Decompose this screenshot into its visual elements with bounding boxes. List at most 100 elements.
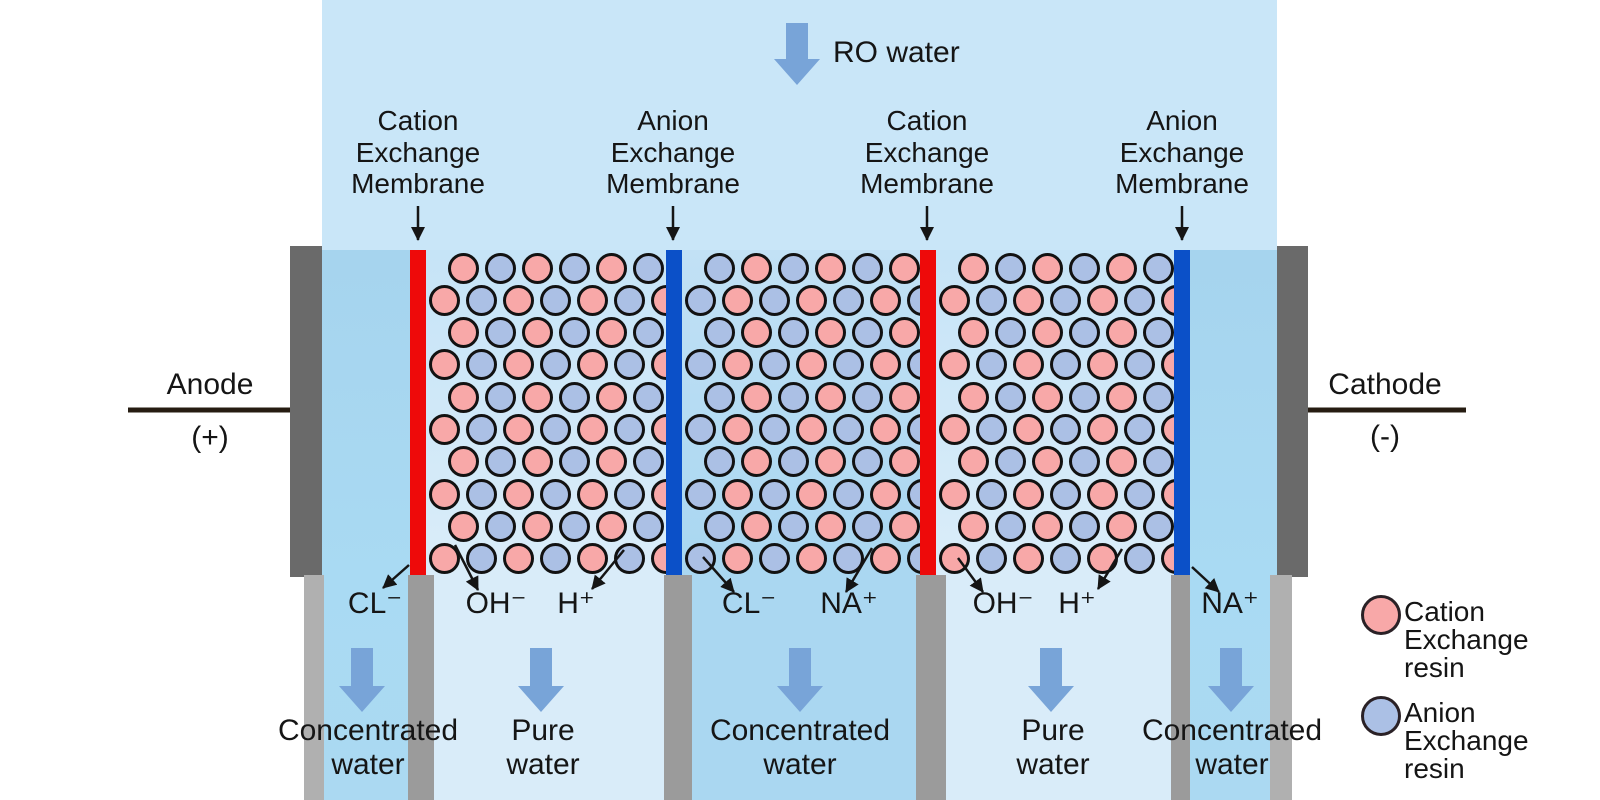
ro-water-label: RO water: [833, 36, 960, 69]
anion-resin-bead: [994, 510, 1026, 542]
anion-resin-bead: [832, 478, 864, 510]
cation-resin-bead: [740, 446, 772, 478]
anion-resin-bead: [758, 543, 790, 575]
cation-resin-bead: [869, 414, 901, 445]
cation-resin-bead: [888, 446, 920, 478]
anion-resin-bead: [975, 349, 1007, 381]
cation-resin-bead: [721, 478, 753, 510]
anion-resin-bead: [703, 446, 735, 478]
anion-resin-bead: [632, 510, 664, 542]
anion-resin-bead: [684, 543, 716, 575]
cation-resin-bead: [428, 349, 460, 381]
cation-resin-bead: [447, 510, 479, 542]
cation-resin-bead: [576, 543, 608, 575]
cation-resin-bead: [595, 252, 627, 284]
ion-label-oh-2: OH⁻: [972, 587, 1034, 620]
cation-resin-bead: [869, 284, 901, 316]
cation-resin-bead: [1160, 543, 1174, 575]
cation-exchange-membrane-2: [920, 250, 936, 575]
anion-resin-bead: [539, 414, 571, 445]
cation-resin-bead: [938, 478, 970, 510]
cation-resin-bead: [502, 543, 534, 575]
cation-resin-bead: [428, 543, 460, 575]
anion-resin-bead: [484, 317, 516, 349]
anion-resin-bead: [906, 284, 920, 316]
cation-resin-bead: [1031, 446, 1063, 478]
anion-resin-bead: [1142, 252, 1174, 284]
anion-resin-bead: [832, 349, 864, 381]
cation-resin-bead: [938, 284, 970, 316]
cation-resin-bead: [938, 543, 970, 575]
anion-resin-bead: [1123, 543, 1155, 575]
anode-polarity: (+): [191, 421, 229, 454]
anion-resin-bead: [1142, 381, 1174, 413]
cation-resin-bead: [595, 446, 627, 478]
anion-resin-bead: [613, 349, 645, 381]
anion-resin-bead: [777, 317, 809, 349]
cathode-label: Cathode: [1328, 368, 1442, 401]
anion-resin-bead: [703, 381, 735, 413]
cation-resin-bead: [1031, 317, 1063, 349]
anion-resin-bead: [1068, 381, 1100, 413]
cation-resin-bead: [957, 252, 989, 284]
cation-resin-bead: [447, 317, 479, 349]
anion-resin-bead: [632, 317, 664, 349]
cation-resin-bead: [1105, 381, 1137, 413]
anion-resin-bead: [832, 543, 864, 575]
cation-resin-bead: [576, 478, 608, 510]
anion-resin-bead: [758, 478, 790, 510]
cation-resin-bead: [814, 317, 846, 349]
anion-resin-bead: [465, 543, 497, 575]
flow-label-concentrated-1: Concentrated water: [277, 714, 459, 781]
anion-resin-bead: [1123, 349, 1155, 381]
cation-resin-bead: [1031, 252, 1063, 284]
anion-resin-bead: [1068, 510, 1100, 542]
cation-resin-bead: [888, 317, 920, 349]
cation-resin-bead: [576, 284, 608, 316]
ion-label-h-2: H⁺: [1058, 587, 1096, 620]
anion-resin-bead: [994, 446, 1026, 478]
cation-resin-bead: [1031, 381, 1063, 413]
cation-resin-bead: [814, 252, 846, 284]
anion-resin-bead: [758, 284, 790, 316]
cation-resin-bead: [814, 381, 846, 413]
cation-resin-bead: [795, 414, 827, 445]
ion-label-oh-1: OH⁻: [465, 587, 527, 620]
anion-resin-bead: [975, 478, 1007, 510]
anion-resin-bead: [906, 543, 920, 575]
cation-resin-bead: [447, 381, 479, 413]
cation-resin-bead: [1012, 349, 1044, 381]
cation-resin-bead: [957, 510, 989, 542]
cation-resin-bead: [650, 284, 666, 316]
cation-resin-bead: [869, 543, 901, 575]
cation-resin-bead: [957, 381, 989, 413]
cation-resin-bead: [502, 414, 534, 445]
cation-resin-bead: [957, 317, 989, 349]
cation-resin-bead: [1012, 543, 1044, 575]
anion-resin-bead: [539, 284, 571, 316]
anion-resin-bead: [777, 252, 809, 284]
channel-wall: [304, 575, 324, 800]
anion-resin-bead: [558, 510, 590, 542]
anion-resin-bead: [1123, 478, 1155, 510]
cation-exchange-membrane-1: [410, 250, 426, 575]
anion-resin-bead: [975, 284, 1007, 316]
cation-resin-bead: [1086, 284, 1118, 316]
cation-resin-bead: [814, 446, 846, 478]
anion-resin-bead: [851, 317, 883, 349]
anion-resin-bead: [1142, 317, 1174, 349]
anion-resin-bead: [558, 381, 590, 413]
cation-resin-bead: [869, 478, 901, 510]
channel-wall: [664, 575, 692, 800]
cation-resin-bead: [447, 252, 479, 284]
anion-resin-bead: [777, 446, 809, 478]
anion-resin-bead: [994, 252, 1026, 284]
cation-resin-bead: [521, 510, 553, 542]
anion-resin-bead: [1068, 317, 1100, 349]
cathode-electrode-bar: [1277, 246, 1308, 577]
legend-anion-resin-label: Anion Exchange resin: [1404, 697, 1529, 784]
cation-resin-bead: [795, 284, 827, 316]
anion-resin-bead: [613, 414, 645, 445]
cation-resin-bead: [521, 381, 553, 413]
